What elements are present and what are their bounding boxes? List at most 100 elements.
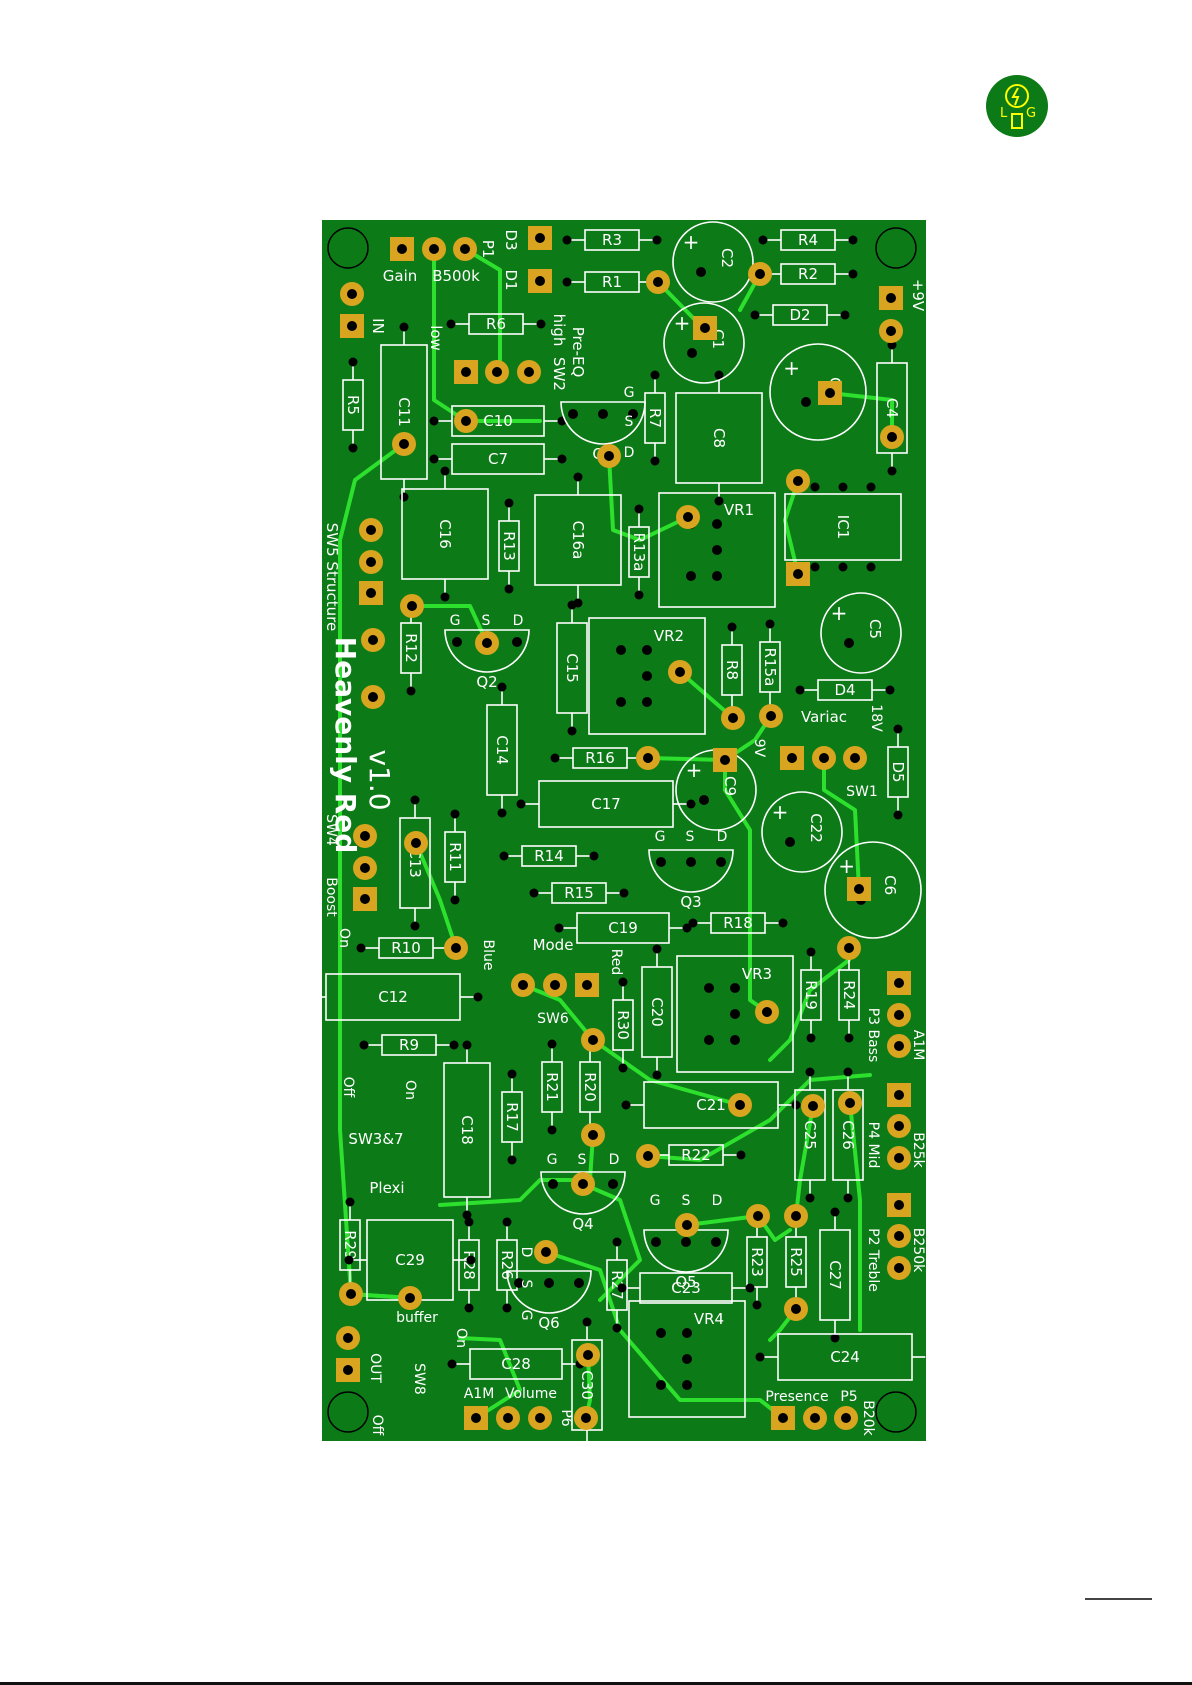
pad-drill	[360, 894, 370, 904]
component-label-r1: R1	[602, 273, 622, 291]
pad-drill	[578, 1179, 588, 1189]
component-label-q6: Q6	[538, 1314, 559, 1332]
pad-drill	[397, 244, 407, 254]
polarity-mark: +	[838, 854, 855, 878]
pad-drill	[753, 1211, 763, 1221]
pad-drill	[735, 1100, 745, 1110]
silk-label: B500k	[432, 267, 480, 285]
silk-label: D	[609, 1152, 620, 1168]
component-c18: C18	[443, 1040, 491, 1220]
component-label-q4: Q4	[572, 1215, 593, 1233]
component-label-r22: R22	[681, 1146, 711, 1164]
polarity-mark: +	[686, 758, 703, 782]
silk-label: Presence	[765, 1389, 828, 1405]
component-label-c4: C4	[883, 398, 901, 418]
component-label-r7: R7	[646, 408, 664, 428]
component-label-r2: R2	[798, 265, 818, 283]
component-label-r16: R16	[585, 749, 615, 767]
component-c20: C20	[641, 944, 673, 1080]
component-label-c24: C24	[830, 1348, 860, 1366]
component-label-c27: C27	[826, 1260, 844, 1290]
pad-drill	[604, 451, 614, 461]
pad-drill	[399, 439, 409, 449]
component-c27: C27	[819, 1207, 851, 1343]
component-label-r25: R25	[787, 1247, 805, 1277]
silk-label: SW3&7	[348, 1130, 403, 1148]
pad-drill	[894, 1231, 904, 1241]
component-r11: R11	[444, 809, 466, 905]
component-label-r5: R5	[344, 395, 362, 415]
silk-label: SW6	[537, 1011, 569, 1027]
component-label-q5: Q5	[675, 1273, 696, 1291]
component-label-c16: C16	[436, 519, 454, 549]
silk-label: D	[717, 829, 728, 845]
silk-label: Pre-EQ	[569, 327, 587, 378]
pad-drill	[461, 367, 471, 377]
pad-drill	[360, 863, 370, 873]
copper-trace	[463, 247, 502, 374]
component-vr4: VR4	[628, 1300, 746, 1418]
silk-label: D	[624, 445, 635, 461]
pad-drill	[675, 667, 685, 677]
component-label-c16a: C16a	[569, 521, 587, 560]
component-q6: Q6	[506, 1270, 592, 1332]
silk-label: D	[513, 613, 524, 629]
component-label-c21: C21	[696, 1096, 726, 1114]
polarity-mark: +	[772, 800, 789, 824]
mounting-hole	[875, 1391, 917, 1433]
silk-label: +9V	[909, 279, 926, 312]
component-label-q2: Q2	[476, 673, 497, 691]
component-label-r12: R12	[402, 633, 420, 663]
silk-label: Blue	[480, 940, 496, 971]
silk-label: G	[450, 613, 461, 629]
pad-drill	[755, 269, 765, 279]
logo-icon: L G	[986, 75, 1048, 137]
silk-label: A1M	[464, 1386, 495, 1402]
board-title: Heavenly Red	[329, 637, 362, 854]
pad-drill	[588, 1130, 598, 1140]
component-c15: C15	[556, 600, 588, 736]
component-label-q3: Q3	[680, 893, 701, 911]
pad-drill	[787, 753, 797, 763]
component-r14: R14	[499, 845, 599, 867]
silk-label: OUT	[367, 1353, 383, 1383]
copper-trace	[828, 391, 894, 439]
component-label-c28: C28	[501, 1355, 531, 1373]
silk-label: B25k	[910, 1132, 926, 1168]
pad-drill	[366, 588, 376, 598]
pad-drill	[461, 416, 471, 426]
silk-label: P1	[479, 240, 497, 259]
component-label-r11: R11	[446, 842, 464, 872]
pad-drill	[583, 1350, 593, 1360]
component-c19: C19	[554, 912, 692, 944]
component-c2: +C2	[672, 221, 754, 303]
logo-letter-l: L	[1000, 106, 1008, 121]
page-bottom-rule	[0, 1682, 1192, 1685]
pad-drill	[683, 512, 693, 522]
component-r26: R26	[496, 1217, 518, 1313]
component-c28: C28	[447, 1348, 585, 1380]
component-r15: R15	[529, 882, 629, 904]
pad-drill	[451, 943, 461, 953]
copper-trace	[414, 841, 458, 950]
component-label-vr4: VR4	[694, 1310, 724, 1328]
silk-label: 18V	[868, 704, 884, 732]
pad-drill	[429, 244, 439, 254]
pad-drill	[643, 1151, 653, 1161]
polarity-mark: +	[683, 230, 700, 254]
pad-drill	[347, 321, 357, 331]
component-c23: C23	[617, 1272, 755, 1304]
silk-label: S	[682, 1193, 691, 1209]
pad-drill	[886, 326, 896, 336]
pad-drill	[886, 293, 896, 303]
pad-drill	[366, 525, 376, 535]
silk-label: G	[655, 829, 666, 845]
pad-drill	[894, 1263, 904, 1273]
pad-drill	[894, 1200, 904, 1210]
component-label-r17: R17	[503, 1102, 521, 1132]
silk-label: Boost	[323, 877, 339, 917]
component-label-c11: C11	[395, 397, 413, 427]
silk-label: On	[402, 1080, 418, 1100]
component-r4: R4	[758, 229, 858, 251]
